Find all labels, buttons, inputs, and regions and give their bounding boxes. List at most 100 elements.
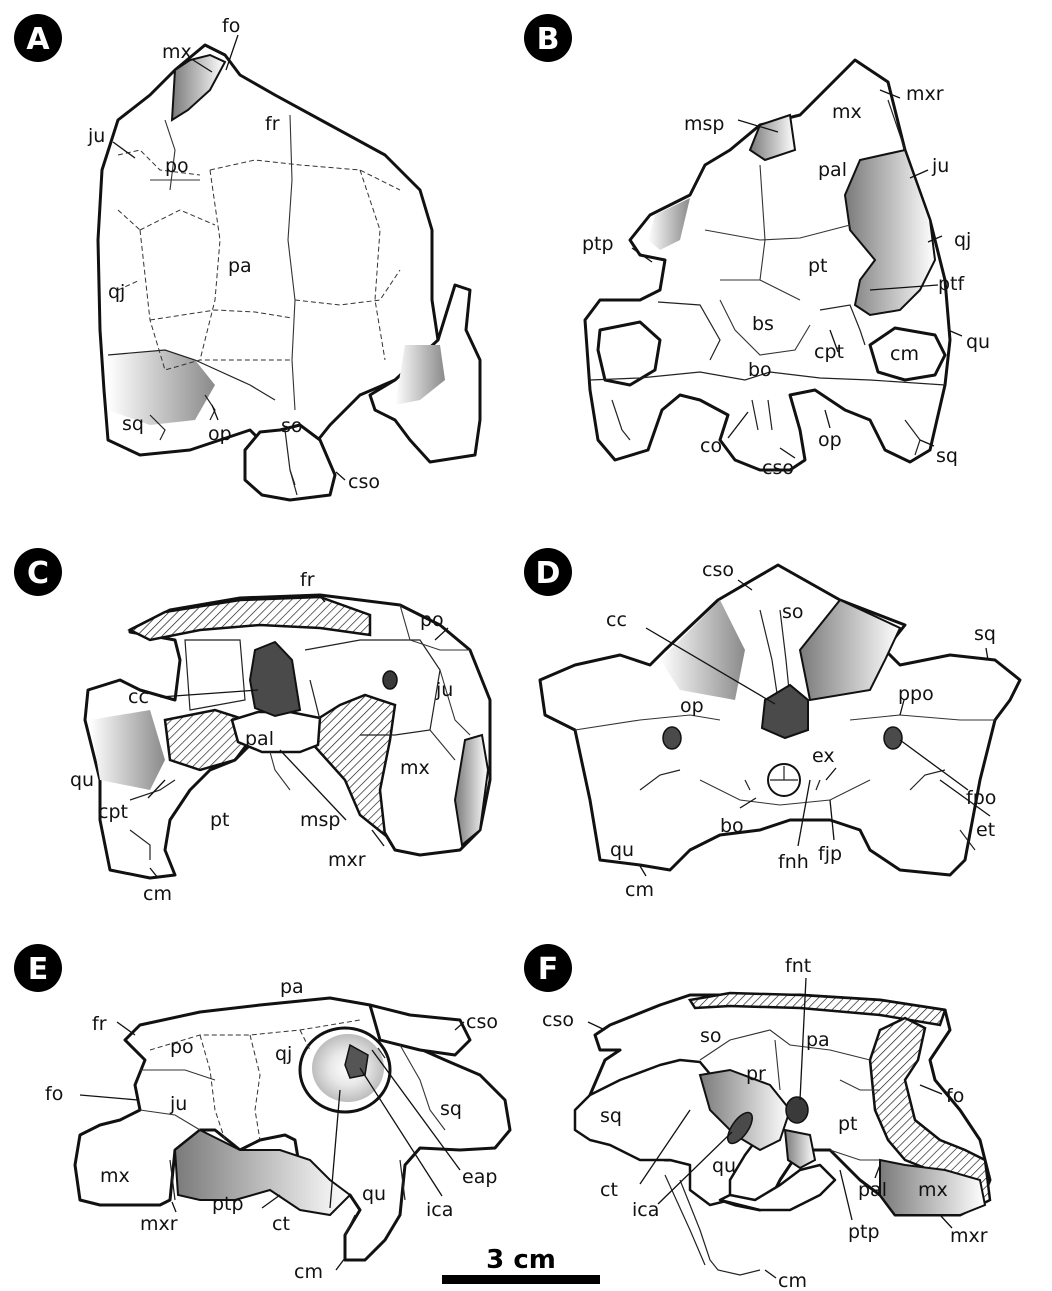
label-qu: qu bbox=[712, 1155, 736, 1177]
label-mxr: mxr bbox=[906, 83, 944, 105]
scale-bar: 3 cm bbox=[442, 1245, 600, 1284]
label-po: po bbox=[420, 609, 444, 631]
label-mx: mx bbox=[400, 757, 430, 779]
label-cm: cm bbox=[625, 879, 654, 901]
label-op: op bbox=[208, 423, 232, 445]
label-fo: fo bbox=[45, 1083, 63, 1105]
label-cm: cm bbox=[294, 1261, 323, 1283]
label-mx: mx bbox=[100, 1165, 130, 1187]
label-cso: cso bbox=[702, 559, 734, 581]
panel-letter: C bbox=[27, 556, 49, 591]
label-ica: ica bbox=[632, 1199, 659, 1221]
label-pt: pt bbox=[808, 255, 828, 277]
label-fr: fr bbox=[265, 113, 280, 135]
label-pt: pt bbox=[210, 809, 230, 831]
label-ju: ju bbox=[931, 155, 949, 177]
label-so: so bbox=[700, 1025, 722, 1047]
label-et: et bbox=[976, 819, 995, 841]
label-so: so bbox=[281, 415, 303, 437]
label-msp: msp bbox=[300, 809, 340, 831]
label-cm: cm bbox=[778, 1270, 807, 1291]
label-ptp: ptp bbox=[582, 233, 614, 255]
label-cso: cso bbox=[762, 457, 794, 479]
scale-bar-label: 3 cm bbox=[486, 1245, 556, 1275]
label-pal: pal bbox=[818, 159, 847, 181]
panel-e: E pa fr po qj cso bbox=[14, 944, 510, 1283]
label-co: co bbox=[700, 435, 722, 457]
label-sq: sq bbox=[600, 1105, 622, 1127]
label-mxr: mxr bbox=[950, 1225, 988, 1247]
label-cso: cso bbox=[466, 1011, 498, 1033]
label-sq: sq bbox=[440, 1098, 462, 1120]
label-fjp: fjp bbox=[818, 843, 842, 865]
label-pal: pal bbox=[245, 728, 274, 750]
label-qu: qu bbox=[610, 839, 634, 861]
label-ju: ju bbox=[435, 679, 453, 701]
panel-letter: F bbox=[538, 952, 559, 987]
label-ica: ica bbox=[426, 1199, 453, 1221]
label-bo: bo bbox=[720, 815, 744, 837]
label-fnh: fnh bbox=[778, 851, 809, 873]
label-ex: ex bbox=[812, 745, 835, 767]
label-cc: cc bbox=[128, 686, 149, 708]
label-ptf: ptf bbox=[938, 273, 966, 295]
label-fo: fo bbox=[946, 1085, 964, 1107]
label-fo: fo bbox=[222, 15, 240, 37]
panel-d: D cso so cc bbox=[524, 548, 1020, 901]
label-sq: sq bbox=[122, 413, 144, 435]
label-qu: qu bbox=[70, 769, 94, 791]
label-cm: cm bbox=[143, 883, 172, 905]
label-cso: cso bbox=[348, 471, 380, 493]
panel-letter: E bbox=[28, 952, 49, 987]
label-qj: qj bbox=[275, 1043, 292, 1065]
label-pa: pa bbox=[806, 1029, 830, 1051]
label-ct: ct bbox=[600, 1179, 618, 1201]
label-bs: bs bbox=[752, 313, 774, 335]
label-ppo: ppo bbox=[898, 683, 934, 705]
label-po: po bbox=[165, 155, 189, 177]
label-pr: pr bbox=[746, 1063, 766, 1085]
label-mxr: mxr bbox=[140, 1213, 178, 1235]
label-ptp: ptp bbox=[848, 1221, 880, 1243]
label-op: op bbox=[680, 695, 704, 717]
label-fr: fr bbox=[300, 569, 315, 591]
label-mx: mx bbox=[918, 1179, 948, 1201]
label-qj: qj bbox=[108, 281, 125, 303]
label-qj: qj bbox=[954, 229, 971, 251]
scale-bar-line bbox=[442, 1275, 600, 1284]
label-cc: cc bbox=[606, 609, 627, 631]
label-sq: sq bbox=[936, 445, 958, 467]
label-pal: pal bbox=[858, 1179, 887, 1201]
label-cm: cm bbox=[890, 343, 919, 365]
label-fnt: fnt bbox=[785, 955, 811, 977]
label-cpt: cpt bbox=[98, 801, 128, 823]
label-mxr: mxr bbox=[328, 849, 366, 871]
label-eap: eap bbox=[462, 1166, 497, 1188]
label-msp: msp bbox=[684, 113, 724, 135]
label-mx: mx bbox=[162, 41, 192, 63]
label-so: so bbox=[782, 601, 804, 623]
panel-letter: D bbox=[536, 556, 561, 591]
label-op: op bbox=[818, 429, 842, 451]
label-cpt: cpt bbox=[814, 341, 844, 363]
panel-a: A mx fo bbox=[14, 14, 480, 500]
label-ju: ju bbox=[169, 1093, 187, 1115]
label-ptp: ptp bbox=[212, 1193, 244, 1215]
panel-c: C fr po ju cc bbox=[14, 548, 490, 905]
label-pt: pt bbox=[838, 1113, 858, 1135]
label-fr: fr bbox=[92, 1013, 107, 1035]
panel-f: F fnt cso so pa bbox=[524, 944, 990, 1291]
label-ju: ju bbox=[87, 125, 105, 147]
label-pa: pa bbox=[280, 976, 304, 998]
panel-b: B mxr mx msp bbox=[524, 14, 990, 479]
label-sq: sq bbox=[974, 623, 996, 645]
panel-letter: A bbox=[26, 22, 50, 57]
label-fpo: fpo bbox=[966, 787, 996, 809]
label-ct: ct bbox=[272, 1213, 290, 1235]
label-qu: qu bbox=[362, 1183, 386, 1205]
label-qu: qu bbox=[966, 331, 990, 353]
panel-letter: B bbox=[537, 22, 560, 57]
label-pa: pa bbox=[228, 255, 252, 277]
label-cso: cso bbox=[542, 1009, 574, 1031]
